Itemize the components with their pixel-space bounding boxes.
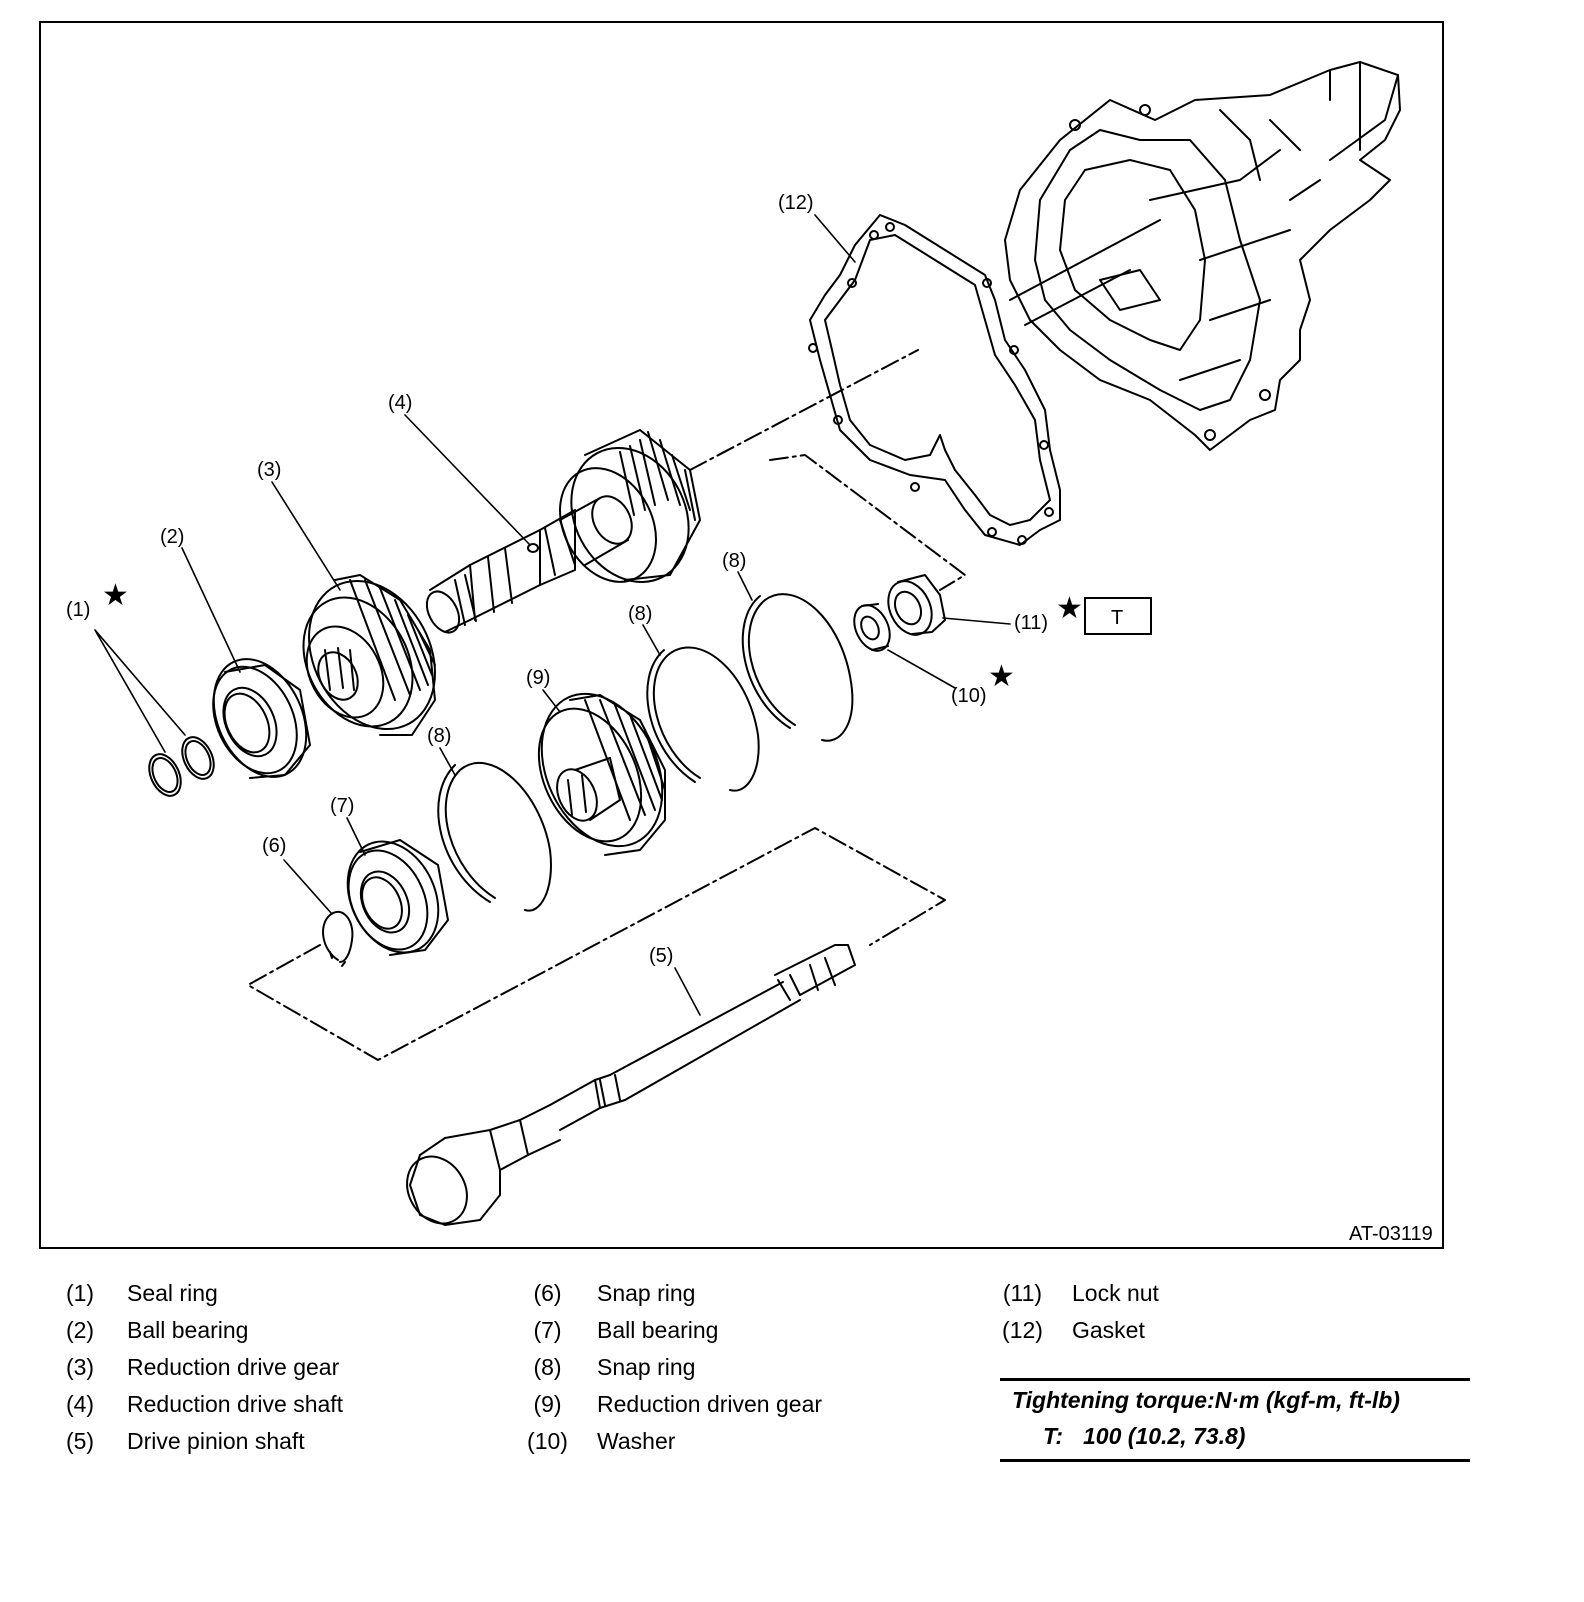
callout-4: (4)	[388, 392, 412, 414]
callout-5: (5)	[649, 945, 673, 967]
legend-number: (6)	[533, 1280, 562, 1306]
callout-8c: (8)	[722, 550, 746, 572]
callout-6: (6)	[262, 835, 286, 857]
reduction-drive-gear	[302, 574, 436, 736]
legend-row: (4) Reduction drive shaft	[60, 1386, 480, 1423]
legend-row: (5) Drive pinion shaft	[60, 1423, 480, 1460]
torque-box	[1084, 597, 1152, 635]
legend-row: (8) Snap ring	[525, 1349, 945, 1386]
lower-assembly-phantom-line	[247, 827, 946, 1061]
case-centerline	[1009, 219, 1161, 326]
legend-number: (2)	[65, 1317, 95, 1343]
legend-number: (4)	[65, 1391, 95, 1417]
legend-name: Seal ring	[127, 1280, 218, 1306]
figure-id: AT-03119	[1349, 1223, 1433, 1245]
reduction-driven-gear	[537, 692, 666, 856]
callout-2: (2)	[160, 526, 184, 548]
snap-ring-upper	[741, 593, 854, 742]
replace-stars: ★ ★ ★	[102, 579, 1083, 693]
legend-name: Drive pinion shaft	[127, 1428, 305, 1454]
ball-bearing-lower	[346, 839, 449, 956]
callout-11: (11)	[1014, 612, 1048, 634]
lock-nut	[887, 574, 946, 636]
legend-row: (10) Washer	[525, 1423, 945, 1460]
legend-column-2: (6) Snap ring (7) Ball bearing (8) Snap …	[525, 1275, 945, 1460]
torque-label: T:	[1043, 1423, 1064, 1449]
legend-row: (11) Lock nut	[1000, 1275, 1420, 1312]
torque-box-label: T	[1111, 607, 1123, 629]
legend-row: (6) Snap ring	[525, 1275, 945, 1312]
torque-value: 100 (10.2, 73.8)	[1083, 1423, 1246, 1449]
snap-ring-small	[322, 910, 354, 967]
legend-column-1: (1) Seal ring (2) Ball bearing (3) Reduc…	[60, 1275, 480, 1460]
legend-number: (5)	[65, 1428, 95, 1454]
legend-column-3: (11) Lock nut (12) Gasket	[1000, 1275, 1420, 1349]
legend-row: (7) Ball bearing	[525, 1312, 945, 1349]
legend-name: Reduction driven gear	[597, 1391, 823, 1417]
callout-7: (7)	[330, 795, 354, 817]
star-washer: ★	[988, 660, 1015, 693]
lock-nut-phantom-line	[769, 454, 966, 591]
legend-number: (7)	[533, 1317, 562, 1343]
legend-number: (12)	[1002, 1317, 1043, 1343]
callout-9: (9)	[526, 667, 550, 689]
leader-lines	[94, 214, 1011, 1016]
torque-heading: Tightening torque:N·m (kgf-m, ft-lb)	[1012, 1387, 1400, 1413]
legend-number: (9)	[533, 1391, 562, 1417]
callout-8b: (8)	[628, 603, 652, 625]
legend-name: Reduction drive shaft	[127, 1391, 344, 1417]
legend-row: (1) Seal ring	[60, 1275, 480, 1312]
legend-name: Snap ring	[597, 1354, 696, 1380]
callout-labels: (1) (2) (3) (4) (5) (6) (7) (8) (8) (8) …	[66, 192, 1433, 1245]
legend-number: (11)	[1002, 1280, 1043, 1306]
star-seal-ring: ★	[102, 579, 129, 612]
legend-name: Ball bearing	[127, 1317, 249, 1343]
legend-row: (2) Ball bearing	[60, 1312, 480, 1349]
legend-row: (12) Gasket	[1000, 1312, 1420, 1349]
shaft-axis-line	[689, 349, 919, 471]
star-lock-nut: ★	[1056, 592, 1083, 625]
transmission-case	[1004, 61, 1401, 451]
drive-pinion-shaft	[406, 944, 856, 1226]
legend-row: (9) Reduction driven gear	[525, 1386, 945, 1423]
callout-3: (3)	[257, 459, 281, 481]
tightening-torque-box: Tightening torque:N·m (kgf-m, ft-lb) T: 1…	[1000, 1378, 1470, 1462]
legend-name: Washer	[597, 1428, 676, 1454]
gasket	[808, 214, 1061, 546]
snap-ring-middle	[646, 646, 760, 792]
legend-name: Snap ring	[597, 1280, 696, 1306]
legend-row: (3) Reduction drive gear	[60, 1349, 480, 1386]
ball-bearing-upper	[212, 658, 311, 779]
legend-name: Lock nut	[1072, 1280, 1159, 1306]
legend-number: (10)	[527, 1428, 568, 1454]
diagram-frame	[39, 21, 1444, 1249]
torque-spec: T: 100 (10.2, 73.8)	[1043, 1423, 1245, 1450]
callout-12: (12)	[778, 192, 814, 214]
legend-name: Ball bearing	[597, 1317, 719, 1343]
legend-name: Gasket	[1072, 1317, 1145, 1343]
legend-number: (8)	[533, 1354, 562, 1380]
legend-name: Reduction drive gear	[127, 1354, 340, 1380]
callout-8a: (8)	[427, 725, 451, 747]
snap-ring-lower	[437, 762, 552, 912]
legend-number: (3)	[65, 1354, 95, 1380]
washer	[853, 603, 891, 652]
reduction-drive-shaft	[425, 429, 701, 634]
seal-rings	[148, 736, 215, 797]
callout-10: (10)	[951, 685, 987, 707]
callout-1: (1)	[66, 599, 90, 621]
legend-number: (1)	[65, 1280, 95, 1306]
